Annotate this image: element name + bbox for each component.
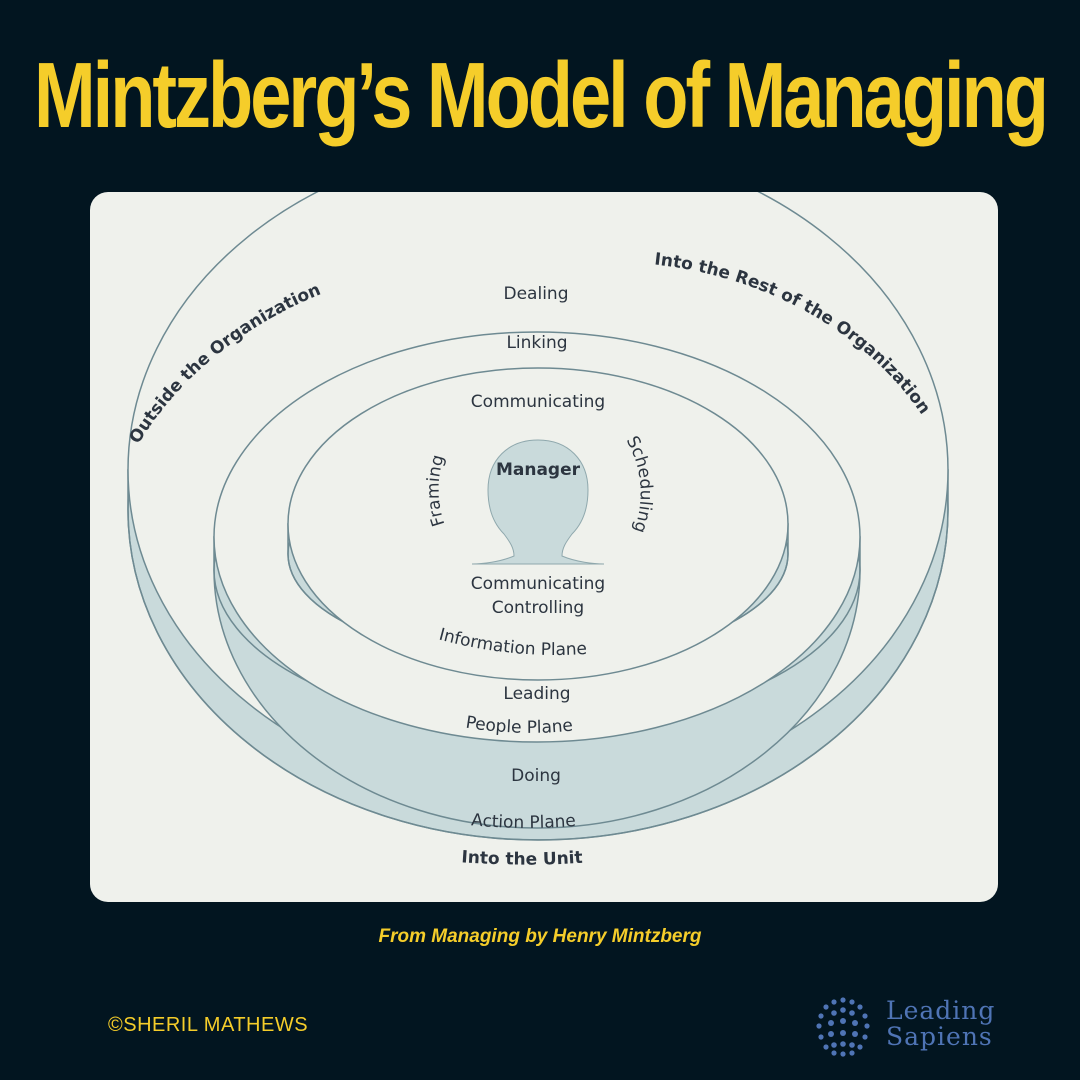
leading-sapiens-logo: Leading Sapiens [808,996,1018,1058]
logo-line-sapiens: Sapiens [886,1022,993,1051]
doing-label: Doing [511,766,561,786]
logo-line-leading: Leading [886,996,996,1025]
communicating-top-label: Communicating [471,392,605,412]
manager-label: Manager [496,460,581,480]
copyright-text: ©SHERIL MATHEWS [108,1014,309,1036]
dealing-label: Dealing [504,284,569,304]
communicating-bottom-label: Communicating [471,574,605,594]
action-plane-label: Action Plane [470,810,576,833]
diagram-card: Outside the Organization Into the Rest o… [90,192,998,902]
mintzberg-model-diagram: Outside the Organization Into the Rest o… [125,192,949,870]
controlling-label: Controlling [492,598,584,618]
dot-cluster-icon [816,997,870,1057]
manager-silhouette [471,439,605,565]
logo-wordmark: Leading Sapiens [886,998,995,1050]
leading-label: Leading [503,684,570,704]
linking-label: Linking [506,333,567,353]
source-caption: From Managing by Henry Mintzberg [378,926,702,947]
page-title: Mintzberg’s Model of Managing [34,43,1049,147]
into-unit-label: Into the Unit [461,847,583,869]
